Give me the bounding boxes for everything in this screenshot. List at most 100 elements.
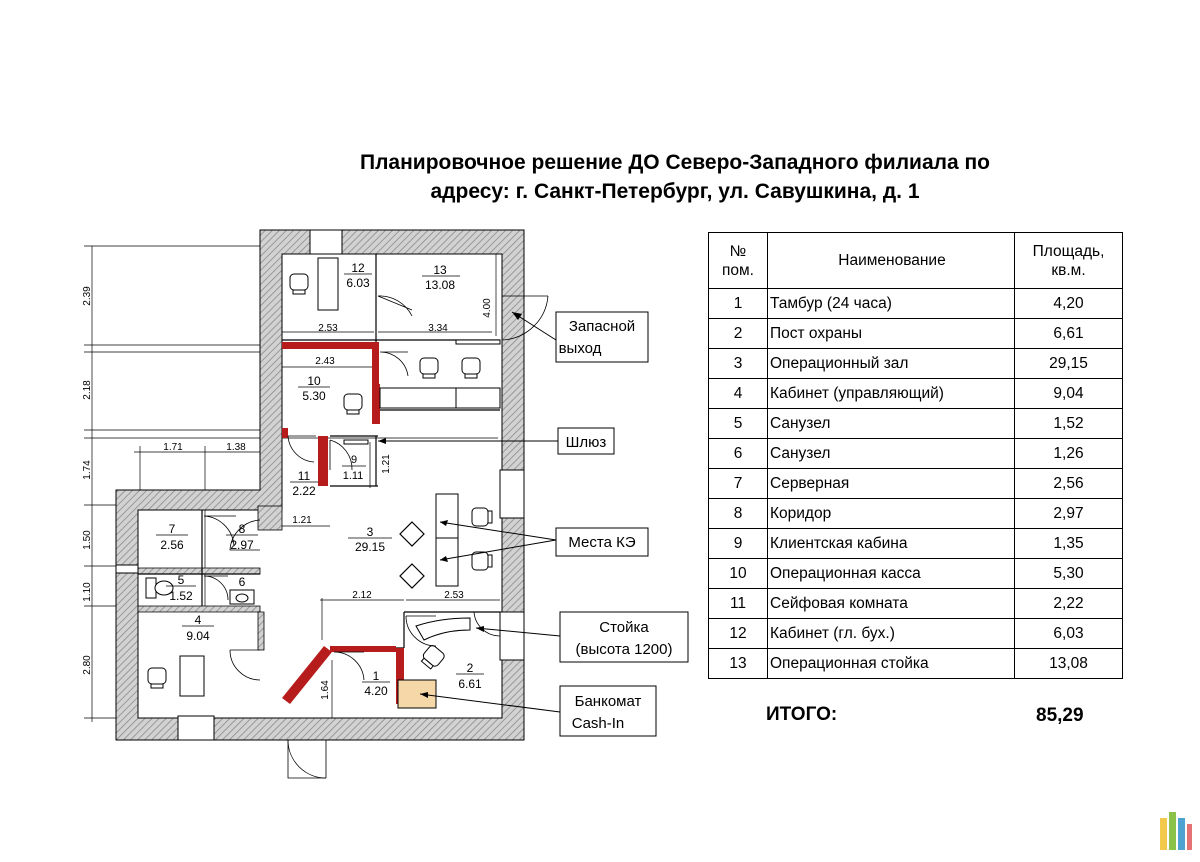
row-name: Кабинет (управляющий) xyxy=(767,378,1015,409)
desk-ke-1 xyxy=(435,493,459,539)
room-1-no: 1 xyxy=(373,669,380,683)
callout-arrowheads xyxy=(378,312,522,698)
row-area: 4,20 xyxy=(1014,288,1123,319)
row-name: Санузел xyxy=(767,438,1015,469)
atm-machine xyxy=(397,679,437,709)
row-area: 2,22 xyxy=(1014,588,1123,619)
dim-1-21-v: 1.21 xyxy=(381,454,392,474)
title-line-2: адресу: г. Санкт-Петербург, ул. Савушкин… xyxy=(430,180,920,203)
chairs xyxy=(147,273,493,689)
counter-2 xyxy=(415,617,471,641)
row-name: Сейфовая комната xyxy=(767,588,1015,619)
callout-workplaces-text: Места КЭ xyxy=(568,534,635,551)
header-name: Наименование xyxy=(767,232,1015,289)
room-13-area: 13.08 xyxy=(425,278,455,292)
row-no: 10 xyxy=(708,558,768,589)
window-right-2 xyxy=(499,611,525,661)
row-no: 8 xyxy=(708,498,768,529)
room-3-area: 29.15 xyxy=(355,540,385,554)
callout-airlock-text: Шлюз xyxy=(566,434,607,451)
counter-top-1 xyxy=(379,387,457,409)
row-no: 7 xyxy=(708,468,768,499)
callout-emergency-exit-line-1: Запасной xyxy=(569,318,635,335)
room-3-no: 3 xyxy=(367,525,374,539)
row-area: 29,15 xyxy=(1014,348,1123,379)
row-area: 1,35 xyxy=(1014,528,1123,559)
room-8-area: 2.97 xyxy=(230,538,254,552)
row-no: 9 xyxy=(708,528,768,559)
row-name: Пост охраны xyxy=(767,318,1015,349)
row-name: Коридор xyxy=(767,498,1015,529)
room-labels: 12 6.03 13 13.08 10 5.30 9 1.11 11 2.22 … xyxy=(156,261,484,698)
dim-2-39: 2.39 xyxy=(82,286,93,306)
row-area: 2,97 xyxy=(1014,498,1123,529)
row-area: 2,56 xyxy=(1014,468,1123,499)
dim-3-34: 3.34 xyxy=(428,323,448,334)
header-no-line-1: № xyxy=(729,242,747,260)
callout-workplaces-box xyxy=(555,527,649,557)
callout-leaders xyxy=(378,311,561,713)
row-no: 12 xyxy=(708,618,768,649)
row-name: Санузел xyxy=(767,408,1015,439)
callout-counter-line-1: Стойка xyxy=(599,619,649,636)
dim-1-38: 1.38 xyxy=(226,442,246,453)
row-name: Операционный зал xyxy=(767,348,1015,379)
booth-9-counter xyxy=(343,439,369,445)
room-2-area: 6.61 xyxy=(458,677,482,691)
row-name: Клиентская кабина xyxy=(767,528,1015,559)
row-name: Тамбур (24 часа) xyxy=(767,288,1015,319)
desk-12 xyxy=(317,257,339,311)
row-area: 6,03 xyxy=(1014,618,1123,649)
dim-2-12: 2.12 xyxy=(352,590,372,601)
room-12-area: 6.03 xyxy=(346,276,370,290)
room-4-area: 9.04 xyxy=(186,629,210,643)
room-4-no: 4 xyxy=(195,613,202,627)
row-area: 1,26 xyxy=(1014,438,1123,469)
row-area: 9,04 xyxy=(1014,378,1123,409)
window-left xyxy=(115,564,139,574)
row-name: Операционная касса xyxy=(767,558,1015,589)
room-7-no: 7 xyxy=(169,522,176,536)
window-bottom xyxy=(177,715,215,741)
desk-ke-2 xyxy=(435,537,459,587)
dim-2-43: 2.43 xyxy=(315,356,335,367)
row-area: 6,61 xyxy=(1014,318,1123,349)
dim-1-50: 1.50 xyxy=(82,530,93,550)
dim-2-53-mid: 2.53 xyxy=(444,590,464,601)
reinforced-partitions xyxy=(282,342,404,704)
callout-counter-line-2: (высота 1200) xyxy=(575,641,672,658)
sanitary-fixtures xyxy=(145,577,255,605)
dim-1-10: 1.10 xyxy=(82,582,93,602)
dimension-lines xyxy=(84,245,500,730)
row-area: 13,08 xyxy=(1014,648,1123,679)
total-value: 85,29 xyxy=(1036,705,1084,726)
row-area: 1,52 xyxy=(1014,408,1123,439)
row-no: 6 xyxy=(708,438,768,469)
row-no: 4 xyxy=(708,378,768,409)
room-6-no: 6 xyxy=(239,575,246,589)
row-no: 5 xyxy=(708,408,768,439)
row-no: 1 xyxy=(708,288,768,319)
client-seats xyxy=(399,521,425,589)
row-no: 3 xyxy=(708,348,768,379)
room-5-no: 5 xyxy=(178,573,185,587)
room-11-area: 2.22 xyxy=(292,484,316,498)
header-no-line-2: пом. xyxy=(722,261,754,279)
window-top xyxy=(309,229,343,255)
callout-emergency-exit-line-2: выход xyxy=(559,340,602,357)
callouts: Запасной выход Шлюз Места КЭ Стойка (выс… xyxy=(555,311,689,737)
windows xyxy=(115,229,525,741)
header-no: № пом. xyxy=(708,232,768,289)
room-12-no: 12 xyxy=(351,261,365,275)
counter-divider xyxy=(455,339,501,345)
floor-plan: 2.39 2.18 1.74 1.50 1.10 2.80 1.71 1.38 … xyxy=(82,229,689,779)
